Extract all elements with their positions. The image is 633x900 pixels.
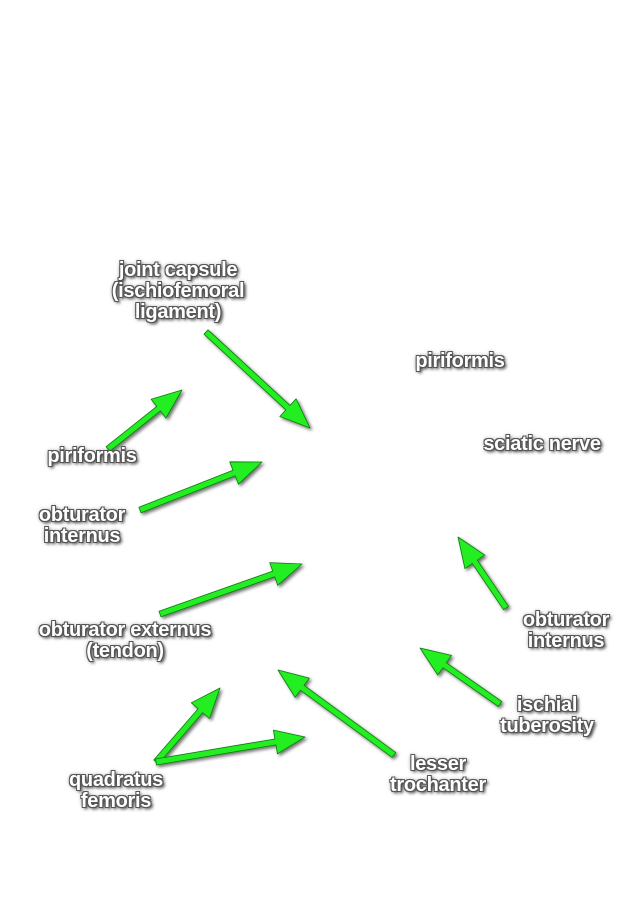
label-line: tuberosity [500,715,594,737]
label-line: lesser [409,753,467,775]
label-line: sciatic nerve [483,433,601,455]
label-piriformis-right: piriformis [415,350,505,372]
label-obturator-externus: obturator externus (tendon) [38,619,212,662]
label-line: internus [527,630,605,652]
arrow-quadratus-femoris-2 [155,729,306,766]
label-line: obturator externus [38,619,212,641]
arrow-obturator-internus-left [138,461,263,514]
arrow-piriformis-left [105,389,183,452]
label-joint-capsule: joint capsule (ischiofemoral ligament) [112,260,245,323]
label-line: internus [43,525,121,547]
label-line: trochanter [390,774,486,796]
arrow-ischial-tuberosity [419,647,503,707]
arrow-joint-capsule [203,329,311,429]
label-piriformis-left: piriformis [47,445,137,467]
label-line: obturator [522,609,610,631]
label-quadratus-femoris: quadratus femoris [69,770,163,812]
label-line: joint capsule [118,259,238,281]
label-sciatic-nerve: sciatic nerve [483,433,601,455]
label-line: (tendon) [86,640,164,662]
label-line: (ischiofemoral [111,280,245,302]
label-obturator-internus-right: obturator internus [523,610,609,652]
label-line: piriformis [47,445,137,467]
arrow-obturator-internus-right [457,536,509,611]
label-line: ischial [516,694,578,716]
label-line: femoris [80,790,152,812]
arrow-quadratus-femoris-1 [153,687,221,765]
label-line: piriformis [415,350,505,372]
label-line: quadratus [69,769,163,791]
label-line: ligament) [134,301,222,323]
label-ischial-tuberosity: ischial tuberosity [500,695,594,737]
arrow-lesser-trochanter [277,669,397,758]
label-lesser-trochanter: lesser trochanter [390,754,486,796]
arrow-obturator-externus [158,562,303,618]
label-obturator-internus-left: obturator internus [39,505,125,547]
label-line: obturator [38,504,126,526]
